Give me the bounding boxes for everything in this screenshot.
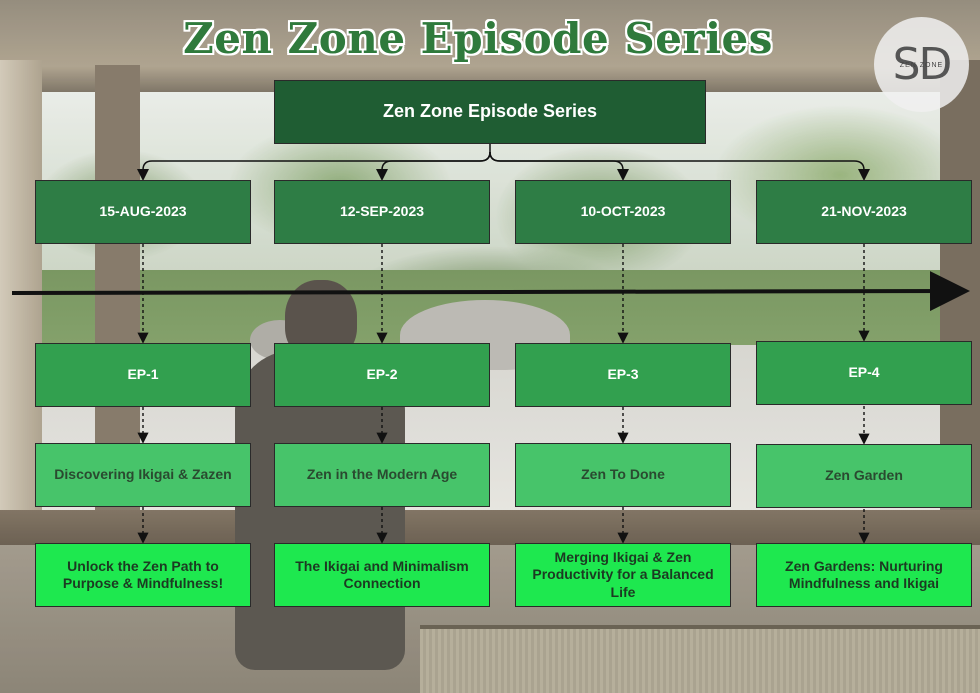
dashed-connectors bbox=[137, 244, 870, 544]
topic-node-ep1: Discovering Ikigai & Zazen bbox=[35, 443, 251, 507]
episode-node-ep4: EP-4 bbox=[756, 341, 972, 405]
date-node-ep3: 10-OCT-2023 bbox=[515, 180, 731, 244]
description-node-ep2: The Ikigai and Minimalism Connection bbox=[274, 543, 490, 607]
ceiling-beams bbox=[0, 0, 980, 95]
episode-node-ep1: EP-1 bbox=[35, 343, 251, 407]
tatami-mat bbox=[420, 625, 980, 693]
branch-ep3 bbox=[489, 151, 629, 181]
episode-node-ep2: EP-2 bbox=[274, 343, 490, 407]
root-node: Zen Zone Episode Series bbox=[274, 80, 706, 144]
topic-node-ep3: Zen To Done bbox=[515, 443, 731, 507]
branch-ep2 bbox=[376, 151, 491, 181]
date-node-ep2: 12-SEP-2023 bbox=[274, 180, 490, 244]
page-title: Zen Zone Episode Series bbox=[183, 14, 773, 63]
date-node-ep1: 15-AUG-2023 bbox=[35, 180, 251, 244]
description-node-ep4: Zen Gardens: Nurturing Mindfulness and I… bbox=[756, 543, 972, 607]
logo-text: ZEN ZONE bbox=[899, 62, 944, 69]
date-node-ep4: 21-NOV-2023 bbox=[756, 180, 972, 244]
description-node-ep3: Merging Ikigai & Zen Productivity for a … bbox=[515, 543, 731, 607]
topic-node-ep4: Zen Garden bbox=[756, 444, 972, 508]
branch-ep4 bbox=[489, 151, 870, 181]
description-node-ep1: Unlock the Zen Path to Purpose & Mindful… bbox=[35, 543, 251, 607]
logo-mark: SD bbox=[892, 39, 953, 90]
timeline-arrow bbox=[11, 271, 970, 312]
logo: SD ZEN ZONE bbox=[874, 17, 969, 112]
episode-node-ep3: EP-3 bbox=[515, 343, 731, 407]
topic-node-ep2: Zen in the Modern Age bbox=[274, 443, 490, 507]
root-branch-connectors bbox=[137, 144, 870, 181]
